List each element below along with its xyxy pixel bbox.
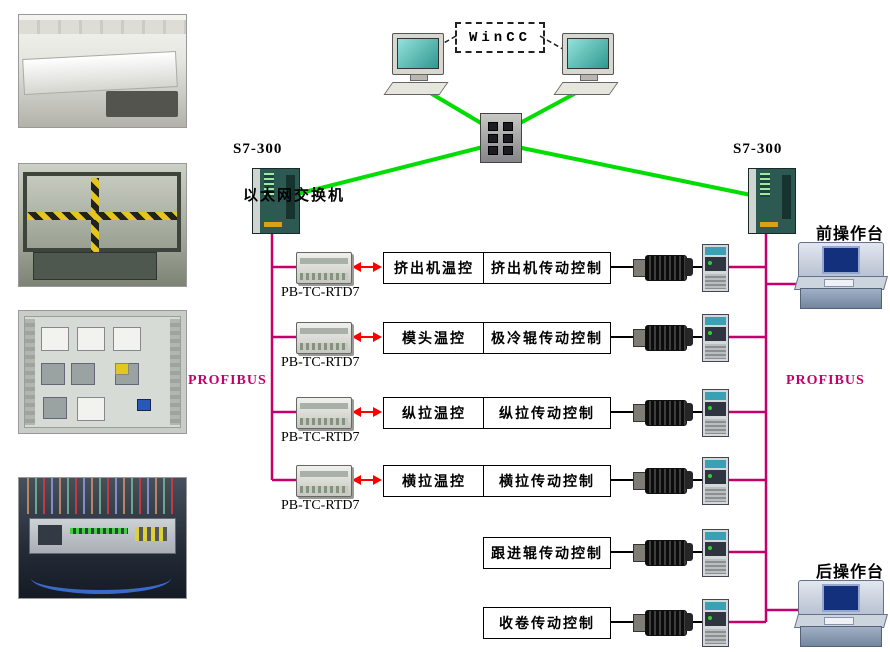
console-rear-label: 后操作台 xyxy=(816,564,885,581)
inverter-drive-icon xyxy=(702,244,729,292)
inverter-drive-icon xyxy=(702,314,729,362)
pb-tc-rtd7-module xyxy=(296,252,352,284)
operator-console-front xyxy=(793,242,889,309)
photo-stretching-machine xyxy=(18,163,187,287)
motor-links xyxy=(609,266,704,623)
pb-tc-rtd7-module xyxy=(296,397,352,429)
module-label: PB-TC-RTD7 xyxy=(281,285,360,300)
profibus-right-label: PROFIBUS xyxy=(786,373,865,388)
module-label: PB-TC-RTD7 xyxy=(281,355,360,370)
operator-workstation-left xyxy=(383,33,450,99)
inverter-drive-icon xyxy=(702,457,729,505)
monitor-icon xyxy=(392,33,444,75)
monitor-icon xyxy=(562,33,614,75)
motor-icon xyxy=(633,537,695,567)
ethernet-switch-label: 以太网交换机 xyxy=(243,187,346,204)
temp-control-box: 挤出机温控 xyxy=(383,252,485,284)
inverter-drive-icon xyxy=(702,389,729,437)
module-label: PB-TC-RTD7 xyxy=(281,430,360,445)
temp-control-box: 模头温控 xyxy=(383,322,485,354)
drive-control-box: 挤出机传动控制 xyxy=(483,252,611,284)
ethernet-switch-icon xyxy=(480,113,522,163)
drive-control-box: 跟进辊传动控制 xyxy=(483,537,611,569)
plc-right-label: S7-300 xyxy=(733,141,783,157)
motor-icon xyxy=(633,397,695,427)
console-keyboard xyxy=(824,279,854,287)
ethernet-links xyxy=(291,92,753,197)
plc-s7-300-right xyxy=(748,168,796,234)
console-screen xyxy=(822,584,860,612)
photo-production-line xyxy=(18,14,187,128)
pb-tc-rtd7-module xyxy=(296,322,352,354)
temp-control-box: 纵拉温控 xyxy=(383,397,485,429)
console-front-label: 前操作台 xyxy=(816,226,885,243)
signal-arrow xyxy=(352,407,382,417)
motor-icon xyxy=(633,465,695,495)
temp-control-box: 横拉温控 xyxy=(383,465,485,497)
motor-icon xyxy=(633,607,695,637)
signal-arrow xyxy=(352,332,382,342)
profibus-right-bus xyxy=(727,232,798,624)
drive-control-box: 横拉传动控制 xyxy=(483,465,611,497)
inverter-drive-icon xyxy=(702,529,729,577)
photo-plc-module xyxy=(18,477,187,599)
console-screen xyxy=(822,246,860,274)
wincc-box: WinCC xyxy=(455,22,545,53)
signal-arrow xyxy=(352,262,382,272)
keyboard-icon xyxy=(383,82,449,95)
console-keyboard xyxy=(824,617,854,625)
motor-icon xyxy=(633,322,695,352)
plc-s7-300-left xyxy=(252,168,300,234)
module-label: PB-TC-RTD7 xyxy=(281,498,360,513)
signal-arrow xyxy=(352,475,382,485)
operator-console-rear xyxy=(793,580,889,647)
profibus-left-label: PROFIBUS xyxy=(188,373,267,388)
inverter-drive-icon xyxy=(702,599,729,647)
profibus-left-bus xyxy=(270,232,297,482)
plc-left-label: S7-300 xyxy=(233,141,283,157)
drive-control-box: 纵拉传动控制 xyxy=(483,397,611,429)
drive-control-box: 收卷传动控制 xyxy=(483,607,611,639)
keyboard-icon xyxy=(553,82,619,95)
operator-workstation-right xyxy=(553,33,620,99)
drive-control-box: 极冷辊传动控制 xyxy=(483,322,611,354)
motor-icon xyxy=(633,252,695,282)
pb-tc-rtd7-module xyxy=(296,465,352,497)
photo-control-cabinet xyxy=(18,310,187,434)
wincc-label: WinCC xyxy=(468,29,531,46)
